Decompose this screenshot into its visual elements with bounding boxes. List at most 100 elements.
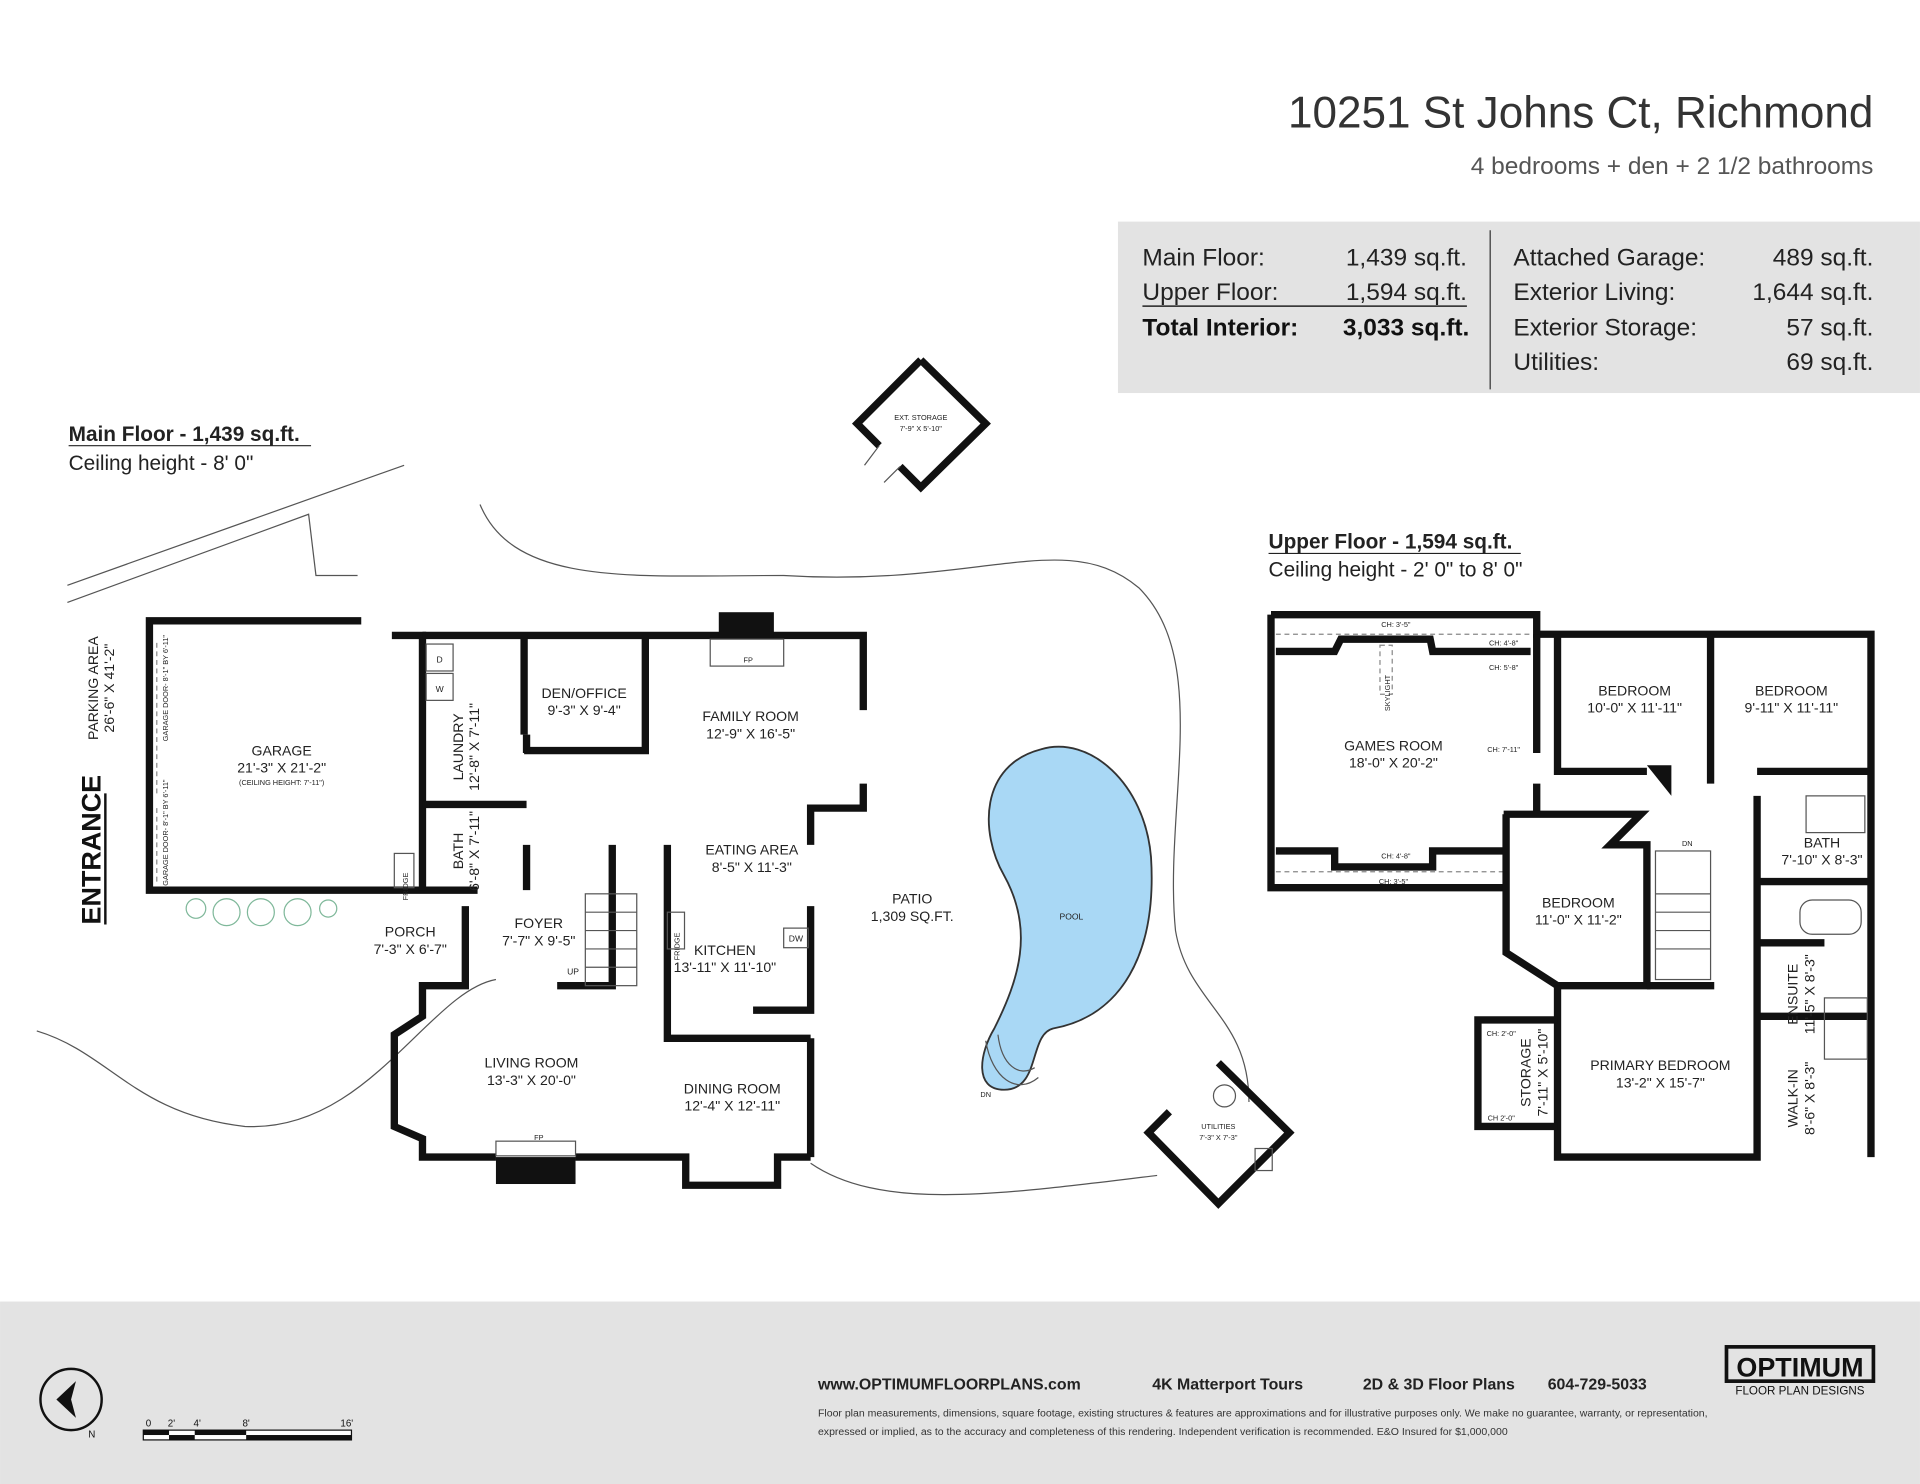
primary-bedroom-name: PRIMARY BEDROOM: [1590, 1057, 1730, 1073]
stairs-icon: [584, 893, 638, 987]
games-room-name: GAMES ROOM: [1344, 738, 1443, 754]
parking-area-dim: 26'-6" X 41'-2": [101, 644, 117, 733]
bedroom-2-name: BEDROOM: [1755, 682, 1828, 698]
area-label: Total Interior:: [1142, 314, 1298, 341]
area-label: Attached Garage:: [1513, 245, 1705, 272]
area-value: 489 sq.ft.: [1773, 245, 1874, 272]
primary-bedroom-dim: 13'-2" X 15'-7": [1616, 1074, 1705, 1090]
laundry-name: LAUNDRY: [450, 713, 466, 781]
garage-door-2: GARAGE DOOR- 8'-1" BY 6'-11": [161, 779, 170, 886]
dryer-icon: [425, 643, 454, 672]
upper-stairs-dn-label: DN: [1682, 839, 1693, 848]
scale-label: 8': [242, 1418, 249, 1429]
garage-note: (CEILING HEIGHT: 7'-11"): [239, 778, 324, 787]
ensuite-dim: 11'-5" X 8'-3": [1802, 954, 1818, 1034]
main-floor-ceiling: Ceiling height - 8' 0": [69, 452, 254, 475]
living-room-dim: 13'-3" X 20'-0": [487, 1072, 576, 1088]
den-name: DEN/OFFICE: [541, 685, 626, 701]
utilities-building: [1143, 1060, 1295, 1209]
bedroom-2-dim: 9'-11" X 11'-11": [1745, 700, 1839, 716]
upper-floor-walls: [1267, 610, 1875, 1161]
website-link[interactable]: www.OPTIMUMFLOORPLANS.com: [817, 1377, 1081, 1394]
parking-area-name: PARKING AREA: [85, 636, 101, 740]
area-value: 3,033 sq.ft.: [1343, 314, 1469, 341]
area-label: Upper Floor:: [1142, 279, 1278, 306]
main-floor-title: Main Floor - 1,439 sq.ft.: [69, 423, 300, 446]
bath-upper-dim: 7'-10" X 8'-3": [1781, 851, 1862, 867]
kitchen-name: KITCHEN: [694, 942, 756, 958]
bedroom-3-dim: 11'-0" X 11'-2": [1535, 911, 1622, 927]
pool-dn-label: DN: [980, 1090, 991, 1099]
garage-fridge-icon: [393, 852, 415, 889]
footer-panel: [0, 1301, 1920, 1484]
optimum-logo: OPTIMUM FLOOR PLAN DESIGNS: [1724, 1345, 1876, 1398]
dryer-label: D: [437, 654, 443, 664]
patio-name: PATIO: [892, 891, 932, 907]
garage-fridge-label: FRIDGE: [401, 873, 410, 901]
utilities-name: UTILITIES: [1201, 1122, 1235, 1131]
ensuite-name: ENSUITE: [1785, 964, 1801, 1025]
foyer-name: FOYER: [515, 915, 564, 931]
scale-label: 2': [168, 1418, 175, 1429]
floor-plans-text: 2D & 3D Floor Plans: [1363, 1377, 1515, 1394]
storage-name: STORAGE: [1518, 1038, 1534, 1107]
walk-in-dim: 8'-6" X 8'-3": [1802, 1062, 1818, 1135]
family-fireplace-label: FP: [743, 655, 752, 664]
svg-text:FLOOR PLAN DESIGNS: FLOOR PLAN DESIGNS: [1735, 1385, 1864, 1398]
pool-label: POOL: [1060, 912, 1084, 922]
ceiling-mark: CH: 3'-5": [1381, 620, 1411, 629]
area-label: Utilities:: [1513, 349, 1599, 376]
den-dim: 9'-3" X 9'-4": [547, 702, 620, 718]
ceiling-mark: CH: 4'-8": [1489, 638, 1519, 647]
ceiling-mark: CH: 7'-11": [1487, 745, 1520, 754]
family-room-name: FAMILY ROOM: [702, 708, 798, 724]
tours-text: 4K Matterport Tours: [1152, 1377, 1303, 1394]
pool: [981, 745, 1153, 1091]
svg-text:OPTIMUM: OPTIMUM: [1736, 1352, 1863, 1382]
compass-north-label: N: [88, 1429, 95, 1440]
bedroom-1-name: BEDROOM: [1598, 682, 1671, 698]
ceiling-mark: CH: 5'-8": [1489, 663, 1519, 672]
ceiling-mark: CH: 2'-0": [1487, 1029, 1517, 1038]
disclaimer-line-1: Floor plan measurements, dimensions, squ…: [818, 1408, 1708, 1420]
skylight-label: SKYLIGHT: [1383, 674, 1392, 711]
ceiling-mark: CH: 4'-8": [1381, 851, 1411, 860]
area-label: Main Floor:: [1142, 245, 1264, 272]
area-value: 1,644 sq.ft.: [1752, 279, 1873, 306]
disclaimer-line-2: expressed or implied, as to the accuracy…: [818, 1426, 1508, 1438]
kitchen-dim: 13'-11" X 11'-10": [674, 959, 777, 975]
upper-floor-title: Upper Floor - 1,594 sq.ft.: [1269, 531, 1513, 554]
area-value: 1,439 sq.ft.: [1346, 245, 1467, 272]
stairs-up-label: UP: [567, 967, 579, 977]
north-compass-icon: [39, 1367, 103, 1432]
kitchen-fridge-label: FRIDGE: [673, 933, 682, 961]
patio-dim: 1,309 SQ.FT.: [871, 908, 954, 924]
planter-shrubs: [185, 898, 338, 927]
main-floor-walls: [145, 612, 867, 1189]
dishwasher-label: DW: [789, 934, 804, 944]
bedroom-3-name: BEDROOM: [1542, 894, 1615, 910]
kitchen-fridge-icon: [666, 911, 686, 950]
washer-icon: [425, 672, 454, 701]
porch-dim: 7'-3" X 6'-7": [374, 941, 447, 957]
garage-door-1: GARAGE DOOR- 8'-1" BY 6'-11": [161, 635, 170, 742]
storage-dim: 7'-11" X 5'-10": [1535, 1029, 1551, 1117]
washer-label: W: [436, 684, 445, 694]
porch-name: PORCH: [385, 924, 436, 940]
area-value: 57 sq.ft.: [1786, 314, 1873, 341]
scale-bar: [142, 1429, 353, 1441]
summary-text: 4 bedrooms + den + 2 1/2 bathrooms: [1471, 153, 1874, 180]
games-room-dim: 18'-0" X 20'-2": [1349, 755, 1438, 771]
eating-area-name: EATING AREA: [705, 842, 798, 858]
foyer-dim: 7'-7" X 9'-5": [502, 932, 575, 948]
walk-in-name: WALK-IN: [1785, 1069, 1801, 1127]
laundry-dim: 12'-8" X 7'-11": [466, 703, 482, 791]
dining-room-dim: 12'-4" X 12'-11": [684, 1098, 780, 1114]
site-outline: [36, 464, 1250, 1196]
dining-room-name: DINING ROOM: [684, 1080, 781, 1096]
upper-floor-ceiling: Ceiling height - 2' 0" to 8' 0": [1269, 559, 1523, 582]
utilities-dim: 7'-3" X 7'-3": [1199, 1133, 1238, 1142]
garage-name: GARAGE: [252, 742, 312, 758]
area-summary-panel: Main Floor: 1,439 sq.ft. Upper Floor: 1,…: [1117, 221, 1920, 394]
